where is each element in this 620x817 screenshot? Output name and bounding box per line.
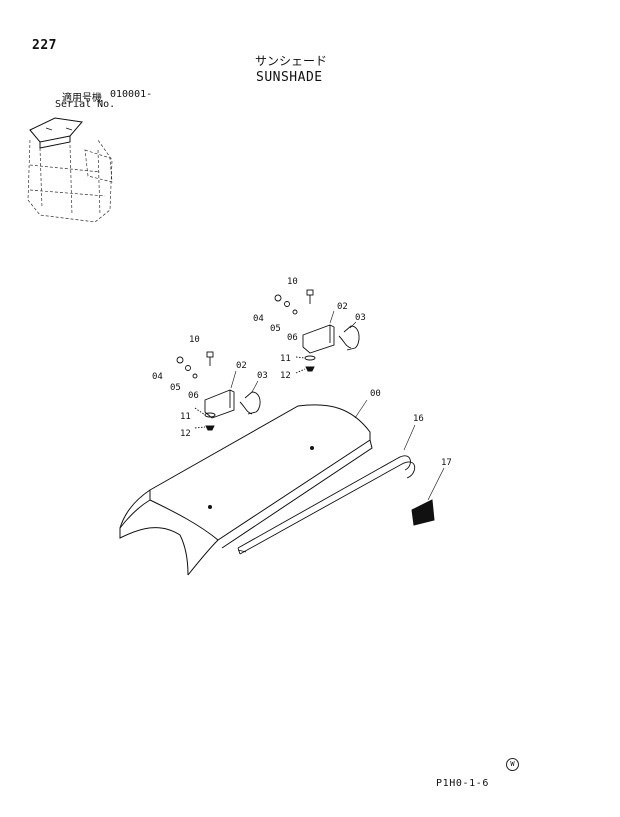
title-english: SUNSHADE [256,70,323,85]
callout-05-left: 05 [170,383,181,393]
callout-12-right: 12 [280,371,291,381]
callout-05-right: 05 [270,324,281,334]
label-plate [411,499,435,526]
callout-03-left: 03 [257,371,268,381]
leader-lines [230,310,445,501]
bracket-group-right [274,289,360,374]
serial-label-japanese: 適用号機 [62,93,102,104]
callout-04-right: 04 [253,314,264,324]
trim-strip [237,455,416,555]
callout-03-right: 03 [355,313,366,323]
callout-00: 00 [370,389,381,399]
serial-value: 010001- [110,89,153,100]
page-number: 227 [32,38,57,53]
revision-mark-icon: W [506,758,519,771]
callout-04-left: 04 [152,372,163,382]
callout-12-left: 12 [180,429,191,439]
callout-10-left: 10 [189,335,200,345]
callout-11-left: 11 [180,412,191,422]
callout-17: 17 [441,458,452,468]
callout-02-left: 02 [236,361,247,371]
callout-02-right: 02 [337,302,348,312]
sunshade-panel [119,404,373,576]
callout-16: 16 [413,414,424,424]
serial-label-english: Serial No. [55,99,116,110]
callout-06-right: 06 [287,333,298,343]
title-japanese: サンシェード [255,54,328,68]
callout-11-right: 11 [280,354,291,364]
machine-location-thumbnail [27,117,113,223]
callout-06-left: 06 [188,391,199,401]
bracket-group-left [176,351,261,431]
callout-10-right: 10 [287,277,298,287]
page-code: P1H0-1-6 [436,778,489,789]
